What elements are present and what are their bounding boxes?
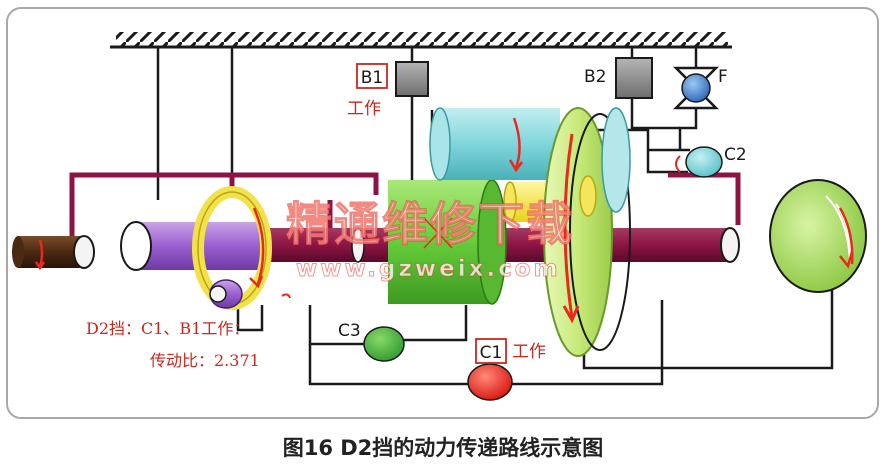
one-way-clutch-f <box>672 66 720 110</box>
f-label: F <box>718 67 728 87</box>
green-drum <box>351 179 507 305</box>
clutch-c2 <box>675 146 723 178</box>
info-line-2: 传动比：2.371 <box>150 351 260 370</box>
linkage-lines <box>156 47 834 386</box>
clutch-c3 <box>363 326 405 362</box>
brake-b1 <box>395 61 429 97</box>
c1-label-box <box>475 338 507 364</box>
c3-label: C3 <box>338 321 361 341</box>
clutch-c1 <box>467 363 513 401</box>
cyan-drum <box>429 107 560 181</box>
watermark-url: www.gzweix.com <box>296 256 561 282</box>
output-drum <box>769 179 867 293</box>
figure-caption: 图16 D2挡的动力传递路线示意图 <box>282 436 604 460</box>
c1-label: C1 <box>480 343 503 363</box>
housing-ground <box>110 32 732 49</box>
info-line-1: D2挡：C1、B1工作： <box>86 319 249 338</box>
b1-label-box <box>356 63 388 89</box>
brake-b2 <box>615 57 653 99</box>
input-shaft <box>12 235 95 271</box>
c1-state-label: 工作 <box>512 342 546 362</box>
watermark-text: 精通维修下载 <box>286 197 574 251</box>
b1-label: B1 <box>361 68 383 88</box>
b1-state-label: 工作 <box>347 99 381 119</box>
b2-label: B2 <box>584 67 606 87</box>
rear-ring-gear <box>543 107 631 357</box>
front-planetary-set <box>120 186 291 310</box>
c2-label: C2 <box>724 145 747 165</box>
